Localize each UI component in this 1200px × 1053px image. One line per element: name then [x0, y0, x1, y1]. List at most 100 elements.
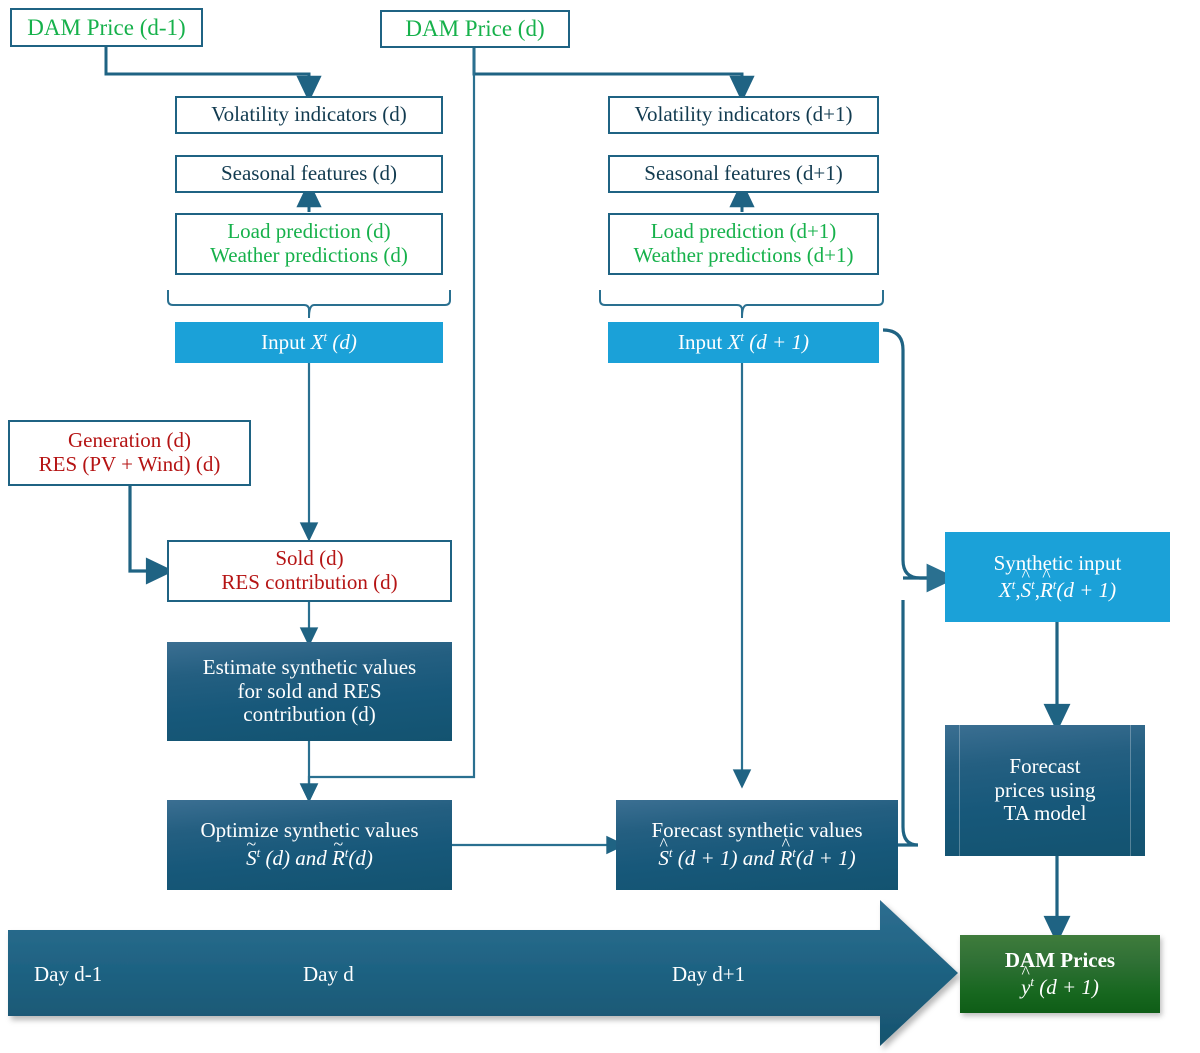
- volatility-indicators-d1-label: Volatility indicators (d+1): [634, 102, 853, 127]
- volatility-indicators-d-box[interactable]: Volatility indicators (d): [175, 96, 443, 134]
- synth-s-sup: t: [1031, 576, 1035, 592]
- brace-day-d1: [599, 290, 884, 319]
- hat-s2: ^: [1021, 565, 1031, 586]
- synthetic-input-math: Xt,^St,^Rt(d + 1): [998, 567, 1117, 603]
- generation-res-box[interactable]: Generation (d) RES (PV + Wind) (d): [8, 420, 251, 486]
- sold-res-contribution-box[interactable]: Sold (d) RES contribution (d): [167, 540, 452, 602]
- input-sup-d: t: [323, 329, 328, 345]
- optimize-s: S: [246, 846, 257, 870]
- forecast-suffix: (d + 1): [795, 846, 856, 870]
- wire-forecastsynth-to-synthetic: [898, 600, 919, 847]
- output-arg: (d + 1): [1039, 974, 1099, 999]
- output-y: y: [1021, 974, 1031, 999]
- synth-x: X: [998, 577, 1012, 602]
- forecast-s: S: [658, 846, 669, 870]
- dam-price-d-label: DAM Price (d): [405, 16, 545, 42]
- input-arg-d: (d): [332, 330, 357, 355]
- synth-r-sup: t: [1052, 576, 1057, 592]
- wire-generation-to-sold: [128, 486, 175, 585]
- load-weather-d1-box[interactable]: Load prediction (d+1) Weather prediction…: [608, 213, 879, 275]
- hat-y: ^: [1021, 962, 1030, 983]
- dam-price-prev-box[interactable]: DAM Price (d-1): [10, 8, 203, 47]
- optimize-suffix: (d): [348, 846, 373, 870]
- optimize-s-sup: t: [256, 845, 261, 860]
- brace-day-d: [167, 290, 451, 319]
- dam-prices-output-math: ^yt (d + 1): [1021, 964, 1099, 1000]
- optimize-synthetic-values-box[interactable]: Optimize synthetic values ~St (d) and ~R…: [167, 800, 452, 890]
- seasonal-features-d-box[interactable]: Seasonal features (d): [175, 155, 443, 193]
- timeline-label-1-text: Day d: [303, 962, 354, 986]
- optimize-r-sup: t: [344, 845, 349, 860]
- forecast-s-sup: t: [668, 845, 673, 860]
- hat-r2: ^: [1042, 565, 1051, 586]
- synth-arg: (d + 1): [1056, 577, 1117, 602]
- timeline-label-day-d-prev: Day d-1: [34, 962, 102, 987]
- input-sup-d1: t: [740, 329, 745, 345]
- optimize-mid: (d) and: [260, 846, 332, 870]
- synth-x-sup: t: [1011, 576, 1016, 592]
- input-var-d: X: [310, 330, 324, 355]
- dam-price-d-box[interactable]: DAM Price (d): [380, 10, 570, 48]
- forecast-prices-line3: TA model: [1003, 801, 1087, 826]
- forecast-synth-line1: Forecast synthetic values: [651, 818, 863, 843]
- load-prediction-d1-label: Load prediction (d+1): [650, 219, 837, 244]
- dam-prices-output-box[interactable]: DAM Prices ^yt (d + 1): [960, 935, 1160, 1013]
- optimize-math: ~St (d) and ~Rt(d): [246, 835, 373, 871]
- hat-r: ^: [781, 833, 791, 854]
- estimate-synthetic-values-box[interactable]: Estimate synthetic values for sold and R…: [167, 642, 452, 741]
- hat-s: ^: [659, 833, 668, 854]
- optimize-line1: Optimize synthetic values: [200, 818, 419, 843]
- input-x-d-box[interactable]: Input Xt (d): [175, 322, 443, 363]
- synth-sep1: ,: [1015, 577, 1021, 602]
- seasonal-features-d-label: Seasonal features (d): [220, 161, 398, 186]
- weather-predictions-d-label: Weather predictions (d): [210, 243, 408, 267]
- forecast-r: R: [779, 846, 793, 870]
- sold-label: Sold (d): [275, 546, 344, 571]
- timeline-label-day-d: Day d: [303, 962, 354, 987]
- synth-s: S: [1020, 577, 1032, 602]
- output-y-sup: t: [1030, 973, 1035, 989]
- dam-prices-output-label: DAM Prices: [1004, 947, 1116, 972]
- input-word-d: Input: [261, 330, 306, 355]
- wire-input1-to-synthetic: [882, 328, 941, 580]
- res-pv-wind-label: RES (PV + Wind) (d): [38, 452, 221, 476]
- seasonal-features-d1-label: Seasonal features (d+1): [644, 161, 843, 186]
- synth-sep2: ,: [1034, 577, 1040, 602]
- timeline-label-2-text: Day d+1: [672, 962, 746, 986]
- forecast-prices-line1: Forecast: [1009, 754, 1081, 779]
- tilde-s: ~: [246, 833, 257, 854]
- volatility-indicators-d1-box[interactable]: Volatility indicators (d+1): [608, 96, 879, 134]
- forecast-prices-box[interactable]: Forecast prices using TA model: [945, 725, 1145, 856]
- input-var-d1: X: [727, 330, 741, 355]
- timeline-label-day-d1: Day d+1: [672, 962, 745, 987]
- load-weather-d-box[interactable]: Load prediction (d) Weather predictions …: [175, 213, 443, 275]
- volatility-indicators-d-label: Volatility indicators (d): [211, 102, 407, 127]
- seasonal-features-d1-box[interactable]: Seasonal features (d+1): [608, 155, 879, 193]
- wire-damd-to-volatility1: [472, 47, 755, 103]
- forecast-synth-math: ^St (d + 1) and ^Rt(d + 1): [658, 835, 856, 871]
- input-word-d1: Input: [678, 330, 723, 355]
- input-x-d1-box[interactable]: Input Xt (d + 1): [608, 322, 879, 363]
- estimate-line3: contribution (d): [243, 702, 376, 727]
- forecast-prices-line2: prices using: [994, 777, 1096, 802]
- input-x-d-label: Input Xt (d): [261, 329, 357, 355]
- synthetic-input-line1: Synthetic input: [993, 550, 1122, 575]
- res-contribution-label: RES contribution (d): [221, 570, 398, 594]
- synth-r: R: [1039, 577, 1053, 602]
- forecast-mid: (d + 1) and: [672, 846, 780, 870]
- input-arg-d1: (d + 1): [749, 330, 809, 355]
- estimate-line1: Estimate synthetic values: [202, 655, 417, 680]
- wire-damprev-to-volatility: [104, 47, 322, 103]
- tilde-r: ~: [333, 833, 344, 854]
- forecast-r-sup: t: [792, 845, 796, 860]
- forecast-synthetic-values-box[interactable]: Forecast synthetic values ^St (d + 1) an…: [616, 800, 898, 890]
- timeline-label-0-text: Day d-1: [34, 962, 103, 986]
- optimize-r: R: [331, 846, 345, 870]
- estimate-line2: for sold and RES: [237, 678, 382, 703]
- input-x-d1-label: Input Xt (d + 1): [678, 329, 809, 355]
- generation-label: Generation (d): [67, 428, 192, 453]
- load-prediction-d-label: Load prediction (d): [227, 219, 391, 244]
- synthetic-input-box[interactable]: Synthetic input Xt,^St,^Rt(d + 1): [945, 532, 1170, 622]
- dam-price-prev-label: DAM Price (d-1): [27, 14, 186, 40]
